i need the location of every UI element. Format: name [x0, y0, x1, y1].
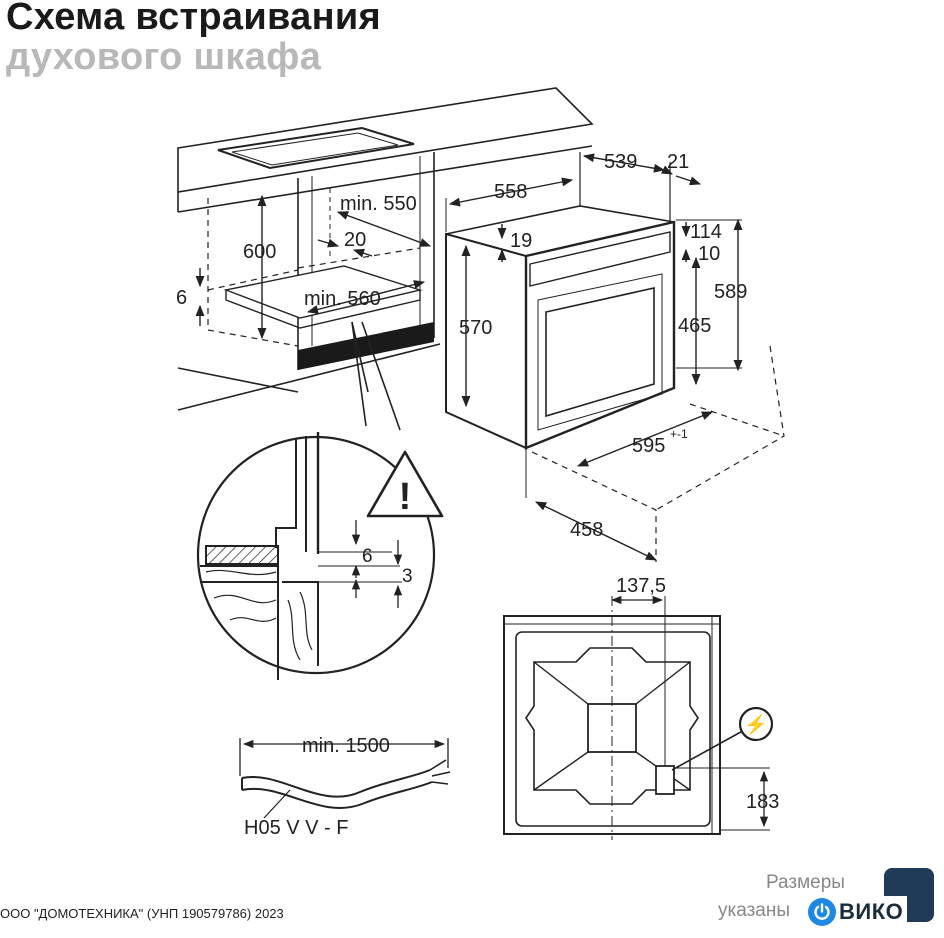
brand-logo[interactable]: ВИКО [806, 896, 908, 928]
oven-drawing [445, 152, 676, 450]
back-dim-137-5: 137,5 [616, 575, 666, 597]
dim-width-595: 595 [632, 435, 665, 457]
dim-21: 21 [667, 151, 689, 173]
back-dim-183: 183 [746, 791, 779, 813]
dim-114: 114 [690, 221, 722, 243]
warning-triangle-icon: ! [366, 450, 444, 518]
dim-width-558: 558 [494, 181, 527, 203]
page-title: Схема встраивания [6, 0, 382, 38]
oven-dimensions [445, 153, 785, 562]
cabinet-dimensions [195, 194, 432, 340]
dim-19: 19 [510, 230, 532, 252]
dim-gap-20: 20 [344, 229, 366, 251]
cable-type: H05 V V - F [244, 817, 348, 839]
dim-height-600: 600 [243, 241, 276, 263]
dim-depth-539: 539 [604, 151, 637, 173]
dimensions-note-line1: Размеры [766, 872, 845, 893]
copyright-text: ООО "ДОМОТЕХНИКА" (УНП 190579786) 2023 [0, 906, 284, 921]
dim-depth-458: 458 [570, 519, 603, 541]
dim-tolerance: +-1 [670, 427, 688, 441]
dimensions-note-line2: указаны [718, 900, 791, 921]
detail-dim-3: 3 [402, 566, 413, 587]
dim-height-570: 570 [459, 317, 492, 339]
cabinet-drawing [177, 87, 594, 411]
dim-gap-6: 6 [176, 287, 187, 309]
dim-min-550: min. 550 [340, 193, 417, 215]
detail-dim-6: 6 [362, 546, 373, 567]
page-subtitle: духового шкафа [6, 36, 322, 78]
dim-min-560: min. 560 [304, 288, 381, 310]
plug-symbol: ⚡ [744, 713, 768, 736]
dim-height-589: 589 [714, 281, 747, 303]
detail-drawing [200, 432, 403, 680]
cable-length: min. 1500 [302, 735, 390, 757]
dim-height-465: 465 [678, 315, 711, 337]
dim-10: 10 [698, 243, 720, 265]
back-view-drawing [503, 595, 770, 840]
plug-icon: ⚡ [738, 706, 774, 742]
brand-name: ВИКО [839, 899, 904, 924]
power-icon [808, 898, 836, 926]
detail-callout [196, 321, 436, 675]
cable-drawing [239, 738, 451, 819]
warning-symbol: ! [399, 476, 412, 518]
